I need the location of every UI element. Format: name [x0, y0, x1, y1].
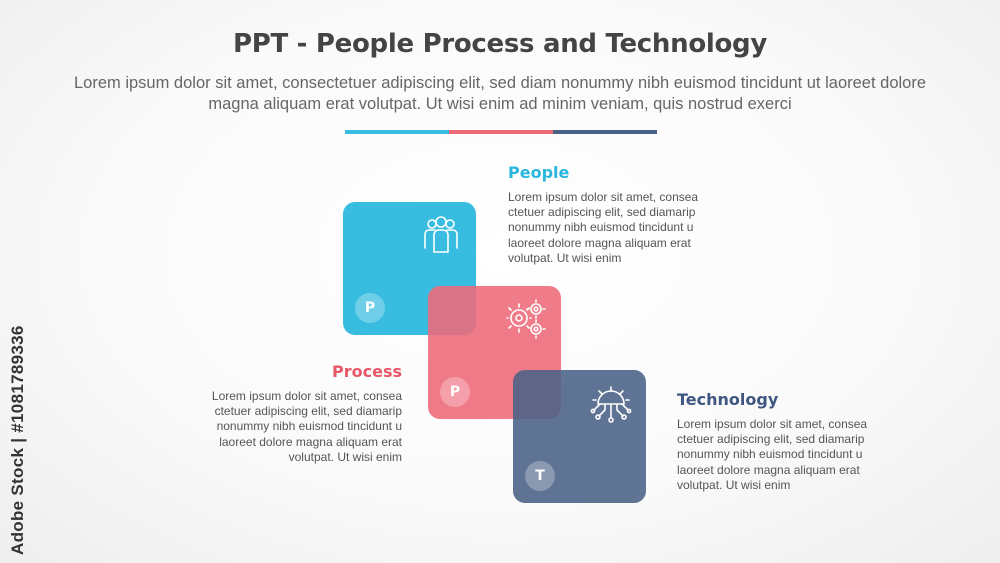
technology-badge: T	[525, 461, 555, 491]
watermark-text: Adobe Stock | #1081789336	[8, 325, 27, 555]
page-subtitle: Lorem ipsum dolor sit amet, consectetuer…	[73, 74, 927, 113]
divider-segment-people	[345, 130, 449, 134]
gears-icon	[506, 299, 546, 339]
process-heading: Process	[332, 362, 402, 381]
people-description: Lorem ipsum dolor sit amet, consea ctetu…	[508, 190, 699, 265]
technology-heading: Technology	[677, 390, 779, 409]
divider-segment-technology	[553, 130, 657, 134]
people-heading: People	[508, 163, 570, 182]
people-badge: P	[355, 293, 385, 323]
people-group-icon	[424, 216, 458, 253]
divider-segment-process	[449, 130, 553, 134]
page-title: PPT - People Process and Technology	[232, 29, 768, 59]
process-badge: P	[440, 377, 470, 407]
circuit-chip-icon	[590, 386, 632, 423]
technology-square: T	[513, 370, 646, 503]
process-description: Lorem ipsum dolor sit amet, consea ctetu…	[211, 389, 402, 464]
technology-description: Lorem ipsum dolor sit amet, consea ctetu…	[677, 417, 868, 492]
people-square: P	[343, 202, 476, 335]
